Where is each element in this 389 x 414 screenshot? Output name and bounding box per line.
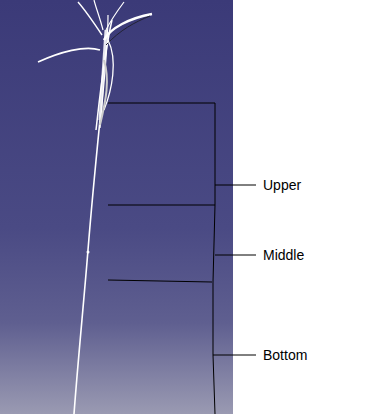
section-label: Bottom xyxy=(262,348,308,362)
section-label: Upper xyxy=(262,178,302,192)
stem xyxy=(74,120,100,414)
leaf xyxy=(38,48,100,62)
bracket-lines xyxy=(108,103,256,414)
section-label: Middle xyxy=(262,248,305,262)
leaf xyxy=(78,2,102,35)
background-panel xyxy=(0,0,233,414)
